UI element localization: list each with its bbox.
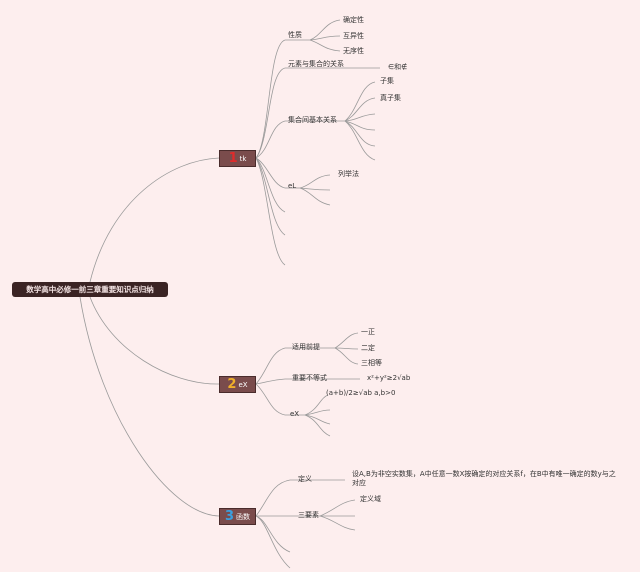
branch-number-1: 1: [228, 151, 238, 166]
node-ziji[interactable]: 子集: [380, 77, 394, 85]
branch-label-3: 函数: [236, 512, 251, 521]
node-dingyiyu[interactable]: 定义域: [360, 495, 381, 503]
edge-b3-dingyi: [255, 479, 291, 517]
edge-root-b1: [89, 157, 220, 283]
edge-b1-jihejian: [255, 120, 286, 159]
root-label: 数学高中必修一前三章重要知识点归纳: [26, 285, 154, 294]
node-definition[interactable]: 设A,B为非空实数集，A中任意一数X按确定的对应关系f，在B中有唯一确定的数y与…: [352, 470, 616, 487]
node-wuxu[interactable]: 无序性: [343, 47, 364, 55]
node-formula1[interactable]: x²+y²≥2√ab: [367, 374, 411, 382]
edge-root-b2: [89, 296, 220, 385]
node-formula2[interactable]: (a+b)/2≥√ab a,b>0: [326, 389, 396, 397]
node-jihejian[interactable]: 集合间基本关系: [288, 116, 337, 124]
edge-b2-shiyong: [255, 347, 286, 385]
edge-b2-ex: [255, 383, 286, 416]
node-yuansu[interactable]: 元素与集合的关系: [288, 60, 344, 68]
edge-b1-el: [255, 157, 286, 189]
edge-root-b3: [79, 296, 220, 517]
node-belong[interactable]: ∈和∉: [388, 63, 408, 71]
node-dingyi[interactable]: 定义: [298, 475, 312, 483]
node-erding[interactable]: 二定: [361, 344, 375, 352]
node-shiyong[interactable]: 适用前提: [292, 343, 320, 351]
edge-b1-yuansu: [255, 67, 286, 159]
node-sanyaosu[interactable]: 三要素: [298, 511, 319, 519]
branch-node-2[interactable]: 2 eX: [219, 376, 256, 393]
node-el[interactable]: eL: [288, 182, 297, 190]
root-node[interactable]: 数学高中必修一前三章重要知识点归纳: [12, 282, 168, 297]
edge-b1-xingzhi: [255, 39, 286, 159]
node-zhongyao[interactable]: 重要不等式: [292, 374, 327, 382]
node-huyi[interactable]: 互异性: [343, 32, 364, 40]
node-yizheng[interactable]: 一正: [361, 328, 375, 336]
branch-number-2: 2: [227, 377, 237, 392]
node-liejufa[interactable]: 列举法: [338, 170, 359, 178]
node-xingzhi[interactable]: 性质: [288, 31, 302, 39]
branch-label-1: tk: [239, 154, 247, 163]
node-queding[interactable]: 确定性: [343, 16, 364, 24]
node-sanxiang[interactable]: 三相等: [361, 359, 382, 367]
node-zhenziji[interactable]: 真子集: [380, 94, 401, 102]
branch-number-3: 3: [224, 509, 235, 524]
branch-node-1[interactable]: 1 tk: [219, 150, 256, 167]
node-ex[interactable]: eX: [290, 410, 300, 418]
edge-b2-zhongyao: [255, 378, 286, 385]
branch-node-3[interactable]: 3 函数: [219, 508, 256, 525]
branch-label-2: eX: [238, 380, 248, 389]
